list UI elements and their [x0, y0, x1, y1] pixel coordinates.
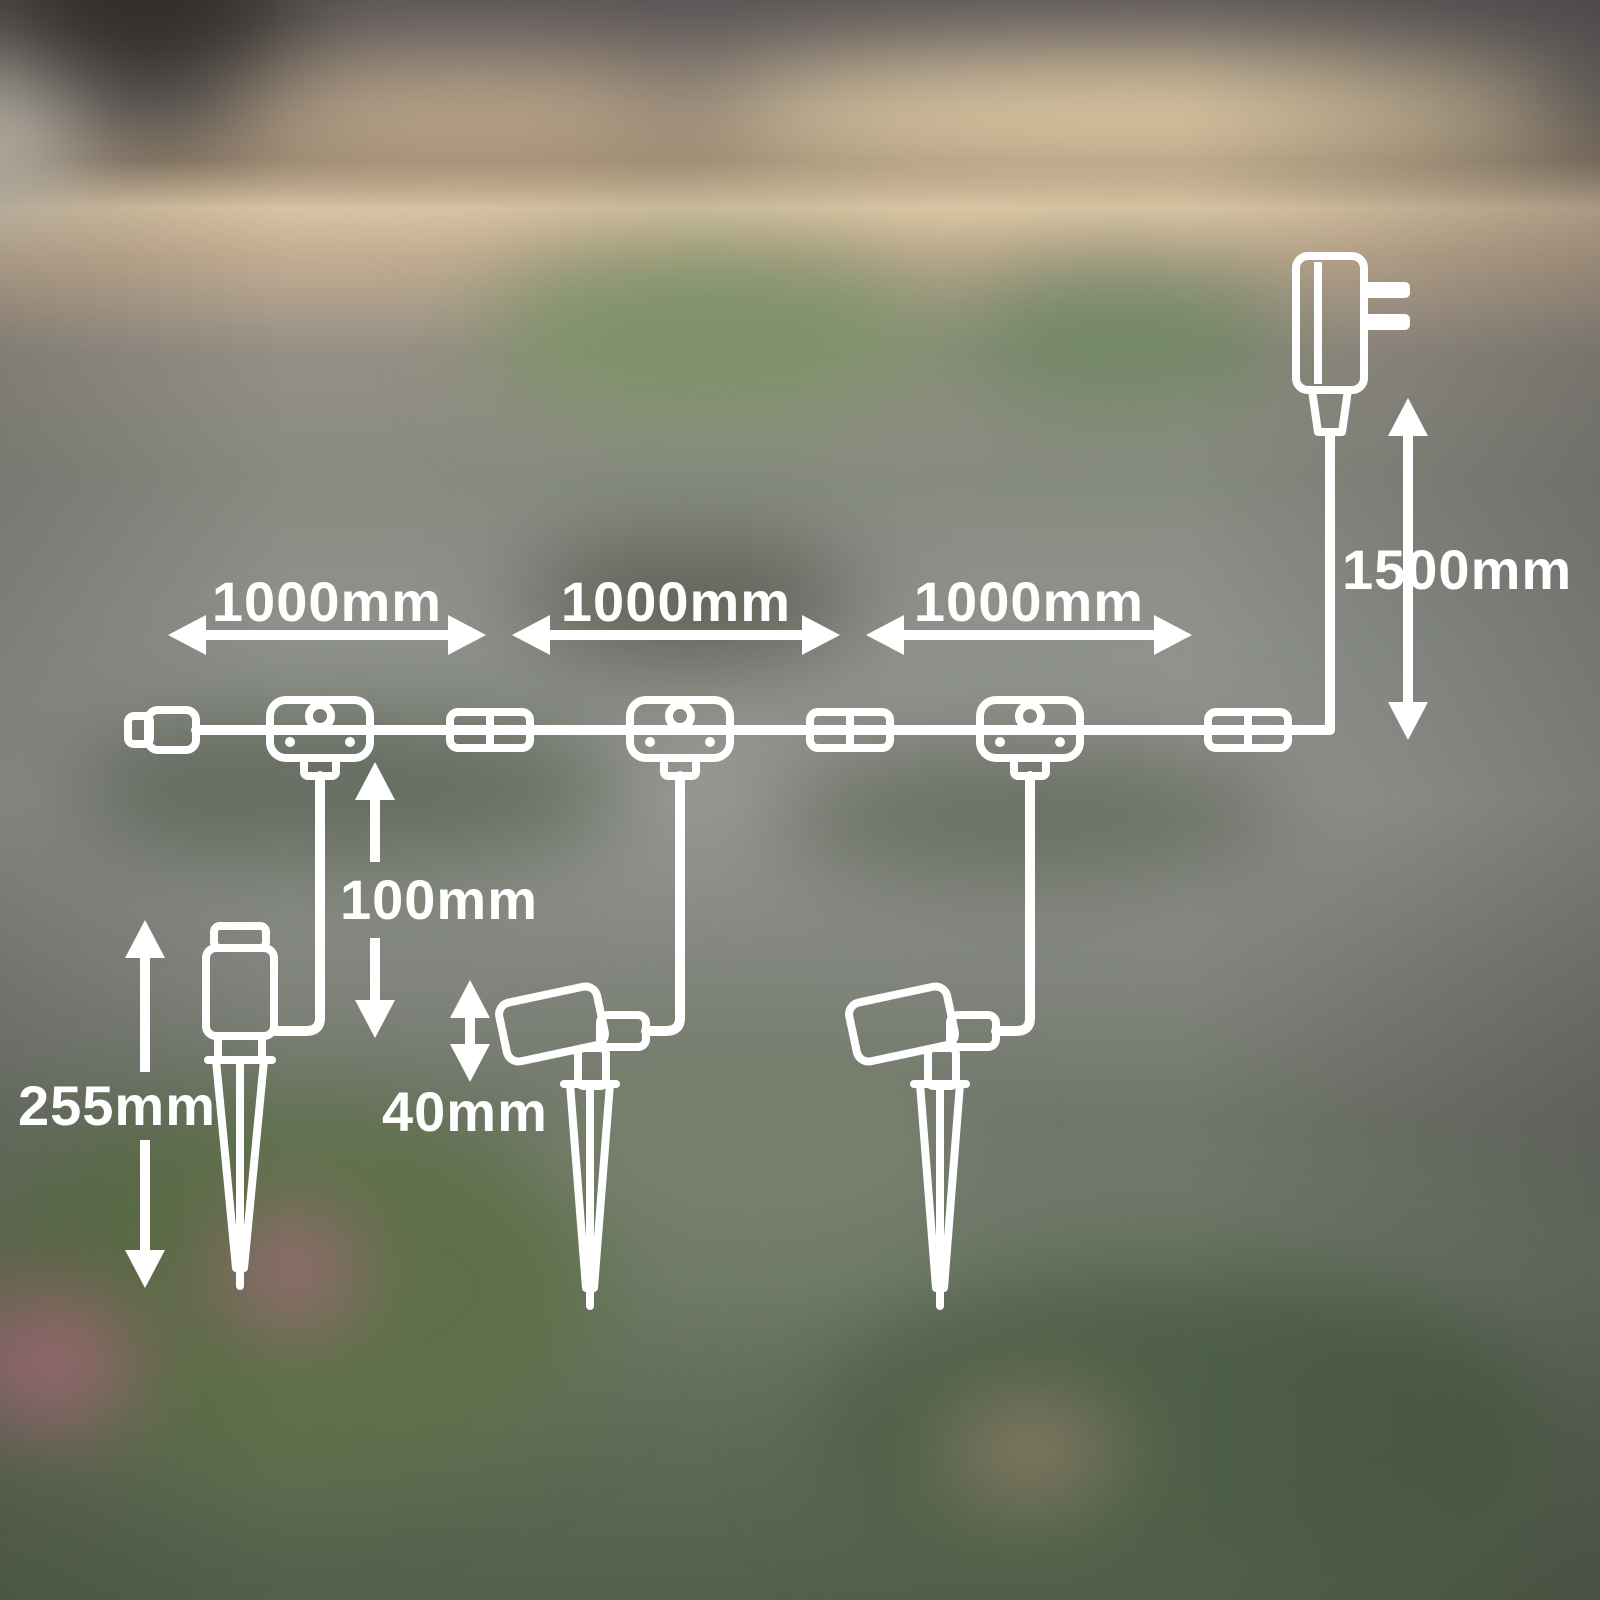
spike-spotlight-icon: [845, 982, 1000, 1310]
drop-cables: [271, 771, 1035, 1036]
dimension-label-head-height: 40mm: [382, 1080, 548, 1143]
dimension-label-span-1: 1000mm: [211, 570, 443, 633]
dimension-label-drop-cable: 100mm: [340, 868, 539, 931]
dimension-arrow-span-3: [866, 615, 1192, 655]
dimension-arrow-spike-height: [125, 920, 165, 1288]
end-cap-connector-icon: [124, 706, 200, 754]
dimension-arrow-drop-cable: [355, 762, 395, 1038]
dimension-label-spike-height: 255mm: [18, 1074, 217, 1137]
t-connector-icon: [266, 696, 1084, 780]
dimension-label-lead-cable: 1500mm: [1342, 538, 1573, 601]
cable-coupler-icon: [446, 708, 1292, 752]
dimension-arrow-head-height: [450, 980, 490, 1082]
spike-spotlight-icon: [495, 982, 650, 1310]
dimension-arrow-lead-cable: [1388, 398, 1428, 740]
dimension-arrow-span-1: [168, 615, 486, 655]
power-plug-icon: [1292, 252, 1410, 436]
cable-run: [191, 429, 1335, 735]
dimension-label-span-3: 1000mm: [913, 570, 1145, 633]
dimension-arrow-span-2: [512, 615, 840, 655]
spike-light-icon: [202, 922, 278, 1290]
dimension-label-span-2: 1000mm: [560, 570, 792, 633]
